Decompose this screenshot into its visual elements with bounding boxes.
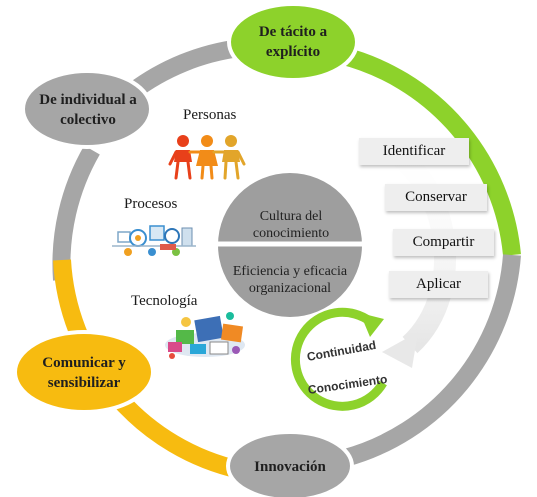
- node-tacito-label: De tácito a explícito: [258, 24, 328, 60]
- pillar-personas-label: Personas: [183, 107, 237, 123]
- node-individual-label: De individual a colectivo: [39, 92, 137, 128]
- ring-gray-right: [342, 254, 521, 467]
- step-aplicar: Aplicar: [389, 271, 488, 298]
- pillar-procesos-label: Procesos: [124, 196, 178, 212]
- node-comunicar-label: Comunicar y sensibilizar: [42, 355, 126, 391]
- step-identificar: Identificar: [359, 138, 469, 165]
- technology-devices-icon: [165, 312, 245, 359]
- node-tacito-bubble: [227, 2, 359, 82]
- pillar-tecnologia-label: Tecnología: [131, 293, 198, 309]
- process-flow-icon: [112, 225, 196, 256]
- people-icon: [168, 135, 246, 180]
- cycle-arrow: [290, 307, 387, 411]
- node-innovacion-bubble: [226, 430, 354, 497]
- steps-arrowhead: [382, 332, 418, 368]
- step-conservar: Conservar: [385, 184, 487, 211]
- ring-gray-top: [126, 39, 242, 100]
- step-compartir: Compartir: [393, 229, 494, 256]
- node-innovacion-label: Innovación: [254, 459, 326, 475]
- cycle-arrowhead: [360, 313, 384, 337]
- ring-green: [337, 46, 521, 256]
- node-comunicar-bubble: [13, 330, 155, 414]
- center-bottom-label: Eficiencia y eficacia organizacional: [232, 264, 348, 296]
- node-individual-bubble: [21, 69, 153, 149]
- center-top-label: Cultura del conocimiento: [252, 209, 330, 241]
